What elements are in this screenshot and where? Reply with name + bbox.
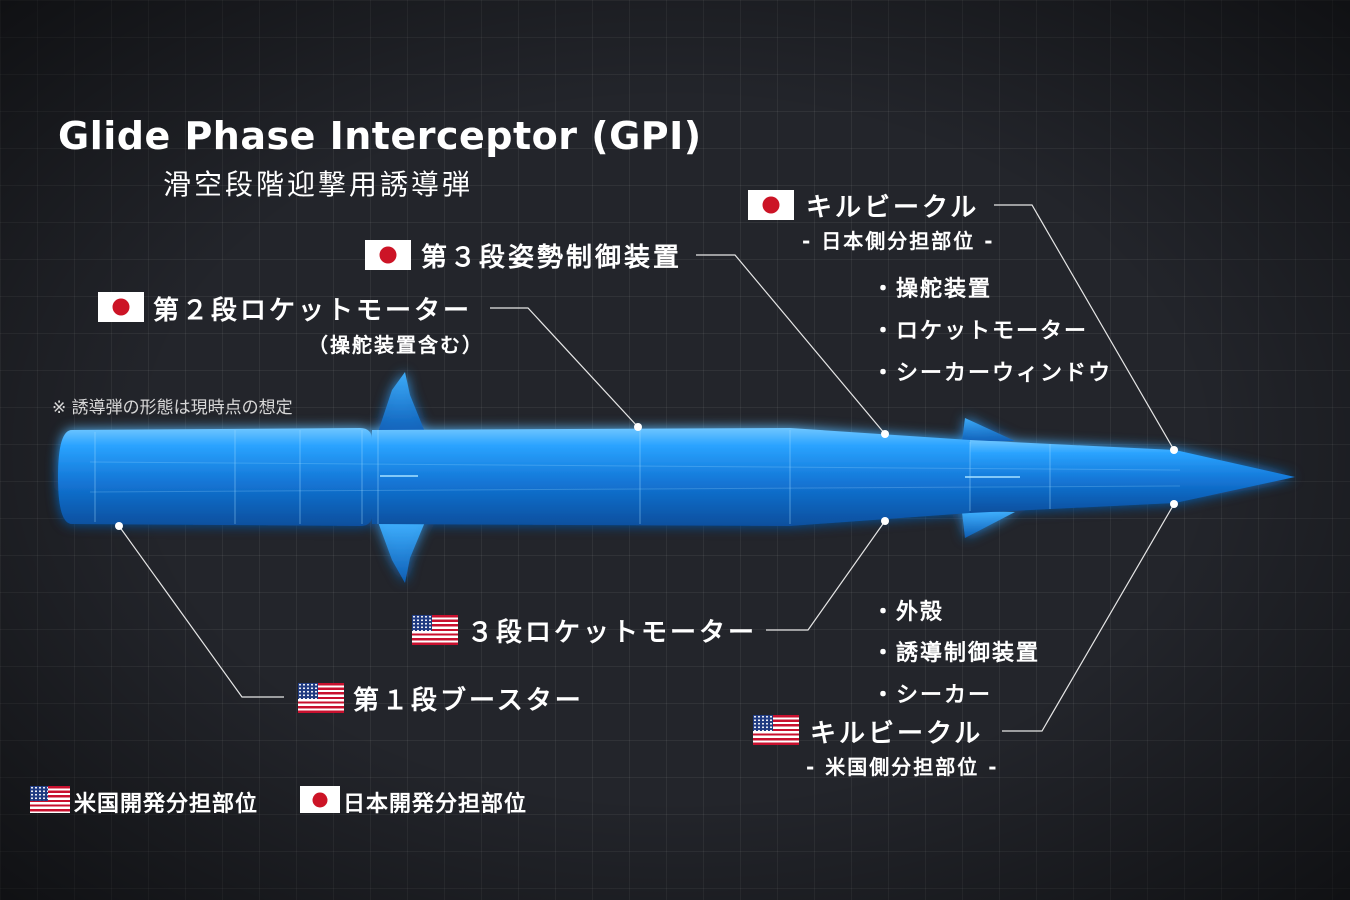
- jp-item: ・ロケットモーター: [872, 319, 1089, 344]
- leader-lines: [118, 204, 1175, 732]
- us-flag-icon: [30, 786, 70, 813]
- stage2-fin-top: [378, 372, 425, 432]
- leader-stage3-motor: [766, 520, 886, 631]
- legend-us: 米国開発分担部位: [74, 792, 259, 817]
- label-kill-vehicle-us: キルビークル: [810, 719, 984, 749]
- title-english: Glide Phase Interceptor (GPI): [58, 114, 702, 158]
- stage3-body: [790, 428, 970, 526]
- form-note: ※ 誘導弾の形態は現時点の想定: [52, 398, 293, 418]
- legend-jp: 日本開発分担部位: [343, 792, 528, 817]
- stage1-body: [58, 428, 372, 526]
- us-item: ・シーカー: [872, 683, 993, 708]
- label-stage3-attitude: 第３段姿勢制御装置: [421, 243, 683, 273]
- label-kill-vehicle-jp-sub: - 日本側分担部位 -: [802, 229, 995, 253]
- japan-flag-icon: [98, 292, 144, 322]
- japan-flag-icon: [300, 786, 340, 813]
- title-japanese: 滑空段階迎撃用誘導弾: [163, 168, 474, 201]
- kill-vehicle-body: [970, 440, 1295, 513]
- leader-stage1-booster: [118, 525, 284, 698]
- us-flag-icon: [753, 715, 799, 745]
- us-flag-icon: [298, 683, 344, 713]
- kv-fin-bottom: [962, 512, 1015, 538]
- leader-kv-us: [1002, 503, 1175, 732]
- stage2-fin-bottom: [378, 522, 425, 583]
- jp-item: ・シーカーウィンドウ: [872, 361, 1113, 386]
- leader-stage2-motor: [490, 307, 639, 428]
- stage2-body: [372, 428, 790, 526]
- japan-flag-icon: [365, 240, 411, 270]
- us-item: ・誘導制御装置: [872, 641, 1041, 666]
- label-stage2-motor-sub: （操舵装置含む）: [308, 333, 484, 357]
- us-flag-icon: [412, 615, 458, 645]
- jp-item: ・操舵装置: [872, 277, 993, 302]
- label-kill-vehicle-us-sub: - 米国側分担部位 -: [806, 755, 999, 779]
- japan-flag-icon: [748, 190, 794, 220]
- leader-stage3-attitude: [696, 254, 886, 435]
- label-stage1-booster: 第１段ブースター: [353, 686, 584, 716]
- label-stage3-motor: ３段ロケットモーター: [467, 618, 758, 648]
- label-kill-vehicle-jp: キルビークル: [806, 193, 980, 223]
- leader-kv-jp: [994, 204, 1175, 451]
- kv-fin-top: [962, 418, 1015, 441]
- us-item: ・外殻: [872, 600, 945, 625]
- leader-dots: [115, 423, 1178, 530]
- label-stage2-motor: 第２段ロケットモーター: [153, 296, 473, 326]
- missile-detail-lines: [89, 430, 1181, 524]
